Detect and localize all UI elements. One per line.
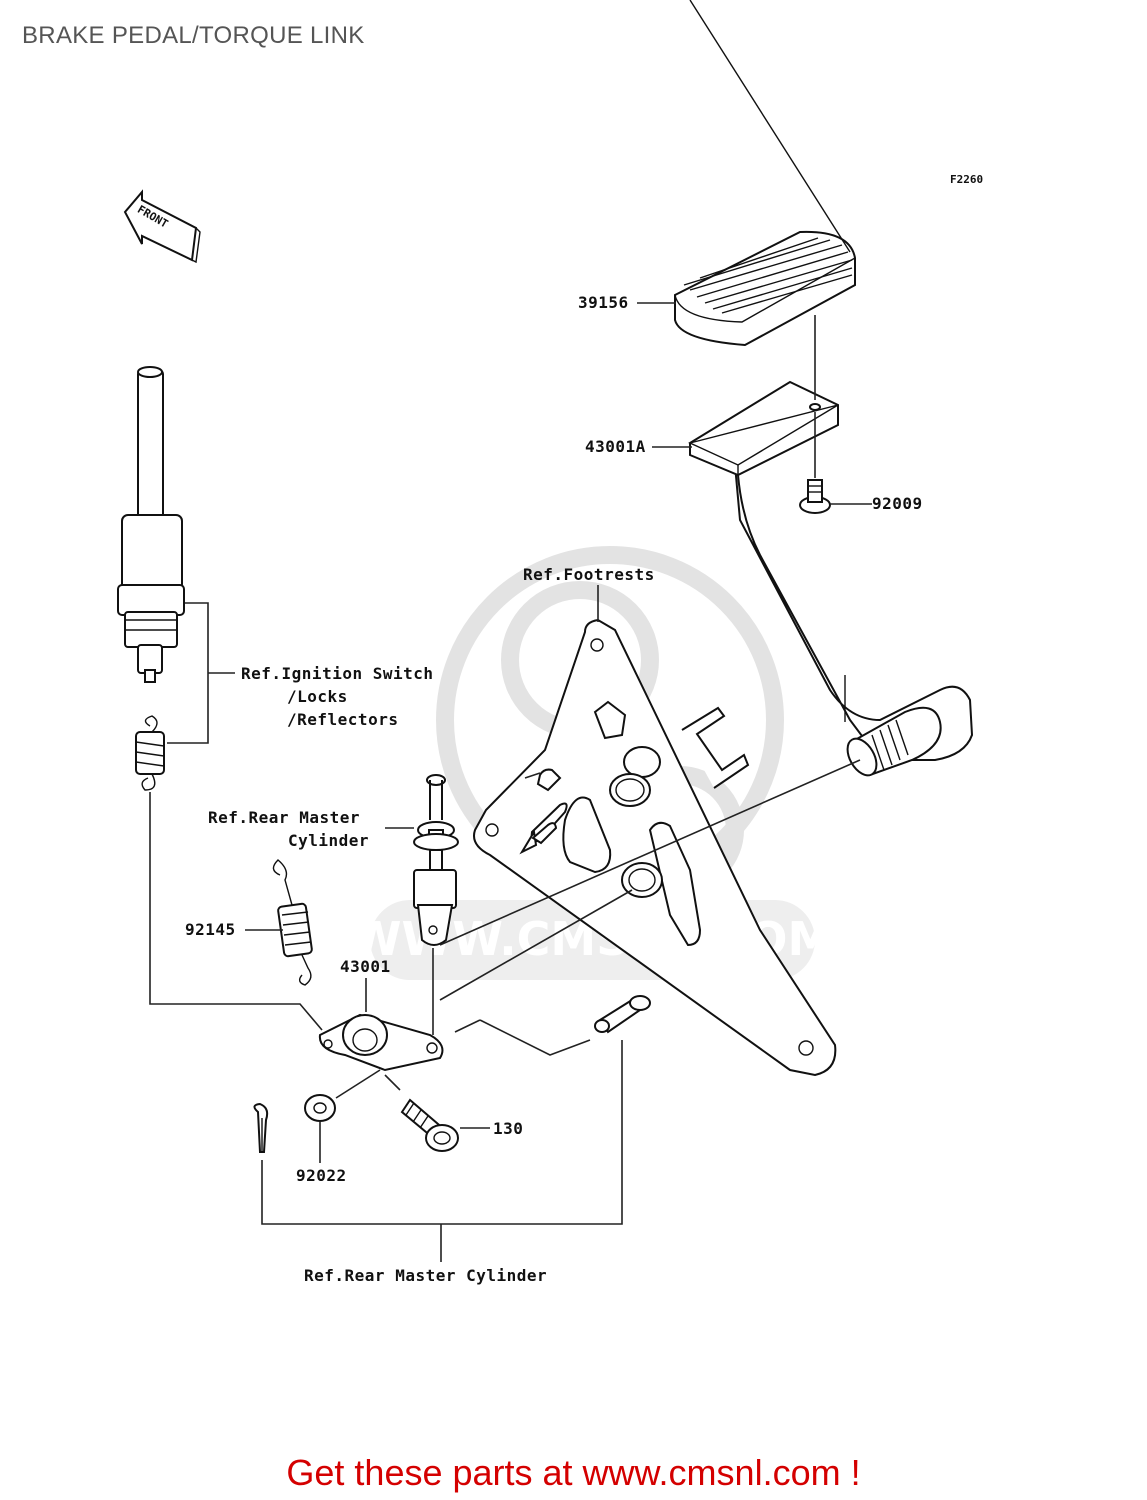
bushing-ring	[609, 773, 663, 898]
pedal-screw	[799, 479, 831, 514]
ignition-switch-part	[117, 366, 185, 683]
switch-spring	[135, 715, 165, 791]
clevis-rod	[413, 821, 459, 946]
promo-link[interactable]: Get these parts at www.cmsnl.com !	[286, 1452, 861, 1493]
label-43001A: 43001A	[585, 437, 646, 456]
return-spring	[272, 859, 313, 986]
brake-pedal-arm	[734, 464, 974, 761]
ref-ignition-line3: /Reflectors	[287, 710, 398, 729]
label-43001: 43001	[340, 957, 391, 976]
footrest-bracket	[473, 618, 837, 1077]
figure-code: F2260	[950, 173, 983, 186]
pedal-rubber	[674, 0, 856, 347]
ref-rear-master-line1: Ref.Rear Master	[208, 808, 360, 827]
plate-pins	[519, 768, 568, 855]
ref-ignition-line1: Ref.Ignition Switch	[241, 664, 434, 683]
ref-ignition-line2: /Locks	[287, 687, 348, 706]
label-92009: 92009	[872, 494, 923, 513]
cotter-pin	[253, 1102, 269, 1153]
pedal-pivot-shaft	[846, 706, 942, 777]
bracket-tab	[681, 706, 750, 789]
pedal-plate	[687, 380, 839, 477]
page-title: BRAKE PEDAL/TORQUE LINK	[22, 22, 365, 49]
front-arrow-icon: FRONT	[123, 189, 201, 264]
torque-link	[318, 1013, 444, 1072]
ref-rear-master-line2: Cylinder	[288, 831, 369, 850]
ref-rear-master-bottom: Ref.Rear Master Cylinder	[304, 1266, 547, 1285]
clevis-pin	[594, 995, 651, 1034]
ref-footrests: Ref.Footrests	[523, 565, 655, 584]
washer-92022	[304, 1094, 336, 1122]
bolt-130	[400, 1098, 459, 1152]
label-130: 130	[493, 1119, 523, 1138]
label-92145: 92145	[185, 920, 236, 939]
label-39156: 39156	[578, 293, 629, 312]
label-92022: 92022	[296, 1166, 347, 1185]
